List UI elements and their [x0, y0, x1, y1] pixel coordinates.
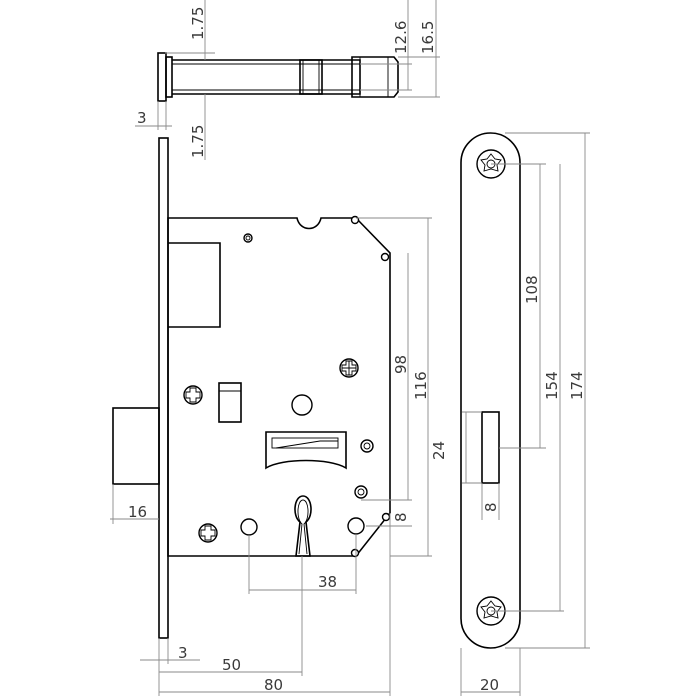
dim-16-5: 16.5 [419, 21, 437, 54]
dimension-labels: 1.75 12.6 16.5 3 1.75 98 116 8 16 38 3 5… [128, 7, 586, 694]
latch-top-view [157, 52, 399, 102]
dim-50: 50 [222, 656, 241, 674]
dim-24: 24 [430, 441, 448, 460]
dim-12-6: 12.6 [392, 21, 410, 54]
lock-body [112, 137, 391, 639]
dim-80: 80 [264, 676, 283, 694]
dim-154: 154 [543, 371, 561, 400]
dim-16: 16 [128, 503, 147, 521]
dim-174: 174 [568, 371, 586, 400]
screw-icon [339, 358, 359, 378]
dim-108: 108 [523, 275, 541, 304]
dim-8-plate: 8 [482, 502, 500, 512]
dim-20: 20 [480, 676, 499, 694]
dimension-lines [110, 0, 590, 696]
screw-icon [198, 523, 218, 543]
screw-icon [183, 385, 203, 405]
dim-8-body: 8 [392, 512, 410, 522]
dim-1-75-upper: 1.75 [189, 7, 207, 40]
dim-3-bottom: 3 [178, 644, 188, 662]
dim-3-top: 3 [137, 109, 147, 127]
dim-98: 98 [392, 355, 410, 374]
dim-38: 38 [318, 573, 337, 591]
dim-116: 116 [412, 371, 430, 400]
dim-1-75-lower: 1.75 [189, 125, 207, 158]
face-plate [460, 132, 521, 649]
